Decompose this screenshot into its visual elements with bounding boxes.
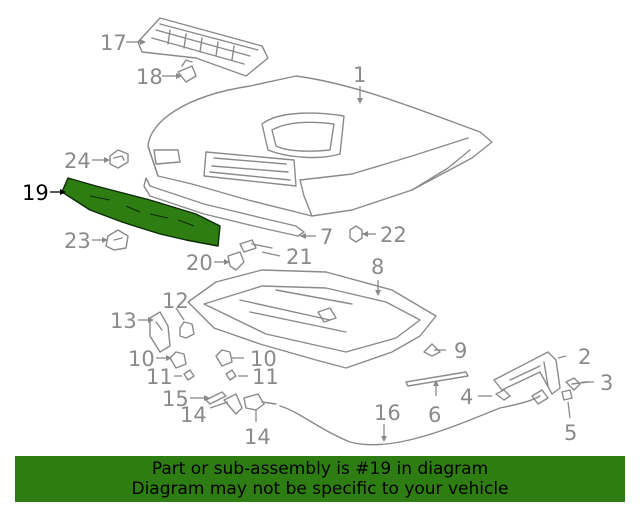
part-1-hood (147, 75, 493, 217)
callout-21: 21 (286, 245, 313, 269)
callout-14-left: 14 (180, 403, 207, 427)
part-7-weatherstrip (143, 177, 305, 237)
callout-14-right: 14 (244, 425, 271, 449)
part-3-bolt (565, 377, 589, 391)
part-24-nut (109, 149, 129, 169)
callout-3: 3 (600, 371, 613, 395)
part-4-nut (495, 389, 511, 401)
part-22-bumper (349, 225, 363, 243)
part-20-clip (227, 251, 245, 271)
banner-line-2: Diagram may not be specific to your vehi… (131, 479, 509, 499)
callout-18: 18 (136, 65, 163, 89)
callout-23: 23 (64, 229, 91, 253)
part-17-hood-scoop-insert (137, 17, 269, 77)
part-16-release-cable (279, 389, 549, 446)
part-15-release-handle (205, 391, 227, 405)
part-2-hinge (493, 351, 561, 395)
part-14-latch-right (243, 393, 277, 411)
callout-10-left: 10 (128, 347, 155, 371)
part-9-bumper (423, 343, 441, 357)
callout-22: 22 (380, 223, 407, 247)
part-19-hood-front-seal-highlighted (61, 177, 221, 247)
callout-16: 16 (374, 401, 401, 425)
leader-lines (50, 39, 594, 442)
callout-8: 8 (371, 255, 384, 279)
callout-20: 20 (186, 251, 213, 275)
banner-line-1: Part or sub-assembly is #19 in diagram (151, 459, 489, 479)
part-11-clip-right (225, 369, 237, 381)
callout-6: 6 (428, 403, 441, 427)
callout-2: 2 (578, 345, 591, 369)
callout-12: 12 (162, 289, 189, 313)
callout-10-right: 10 (250, 347, 277, 371)
part-21-bolt (239, 239, 273, 253)
callout-13: 13 (110, 309, 137, 333)
part-10-bumper-right (215, 349, 233, 367)
callout-17: 17 (100, 31, 127, 55)
callout-24: 24 (64, 149, 91, 173)
callout-4: 4 (460, 385, 473, 409)
part-8-hood-inner-panel (187, 269, 437, 369)
callout-11-left: 11 (146, 365, 173, 389)
callout-7: 7 (320, 225, 333, 249)
part-13-latch-bracket (149, 311, 171, 353)
part-10-bumper-left (169, 351, 187, 369)
highlight-notice-banner: Part or sub-assembly is #19 in diagram D… (15, 456, 625, 502)
part-6-strut (405, 371, 469, 387)
parts-diagram: 17 18 1 24 19 7 22 23 20 21 8 12 13 10 1… (22, 17, 613, 449)
callout-1: 1 (353, 63, 366, 87)
part-11-clip-left (183, 369, 195, 381)
part-5-clip (561, 389, 573, 401)
callout-15: 15 (162, 387, 189, 411)
part-12-bumper (179, 321, 195, 339)
part-23-retainer (105, 229, 129, 251)
callout-11-right: 11 (252, 365, 279, 389)
part-14-latch-left (223, 393, 243, 415)
part-18-clip (177, 59, 197, 83)
callout-19: 19 (22, 181, 49, 205)
callout-5: 5 (564, 421, 577, 445)
callout-9: 9 (454, 339, 467, 363)
